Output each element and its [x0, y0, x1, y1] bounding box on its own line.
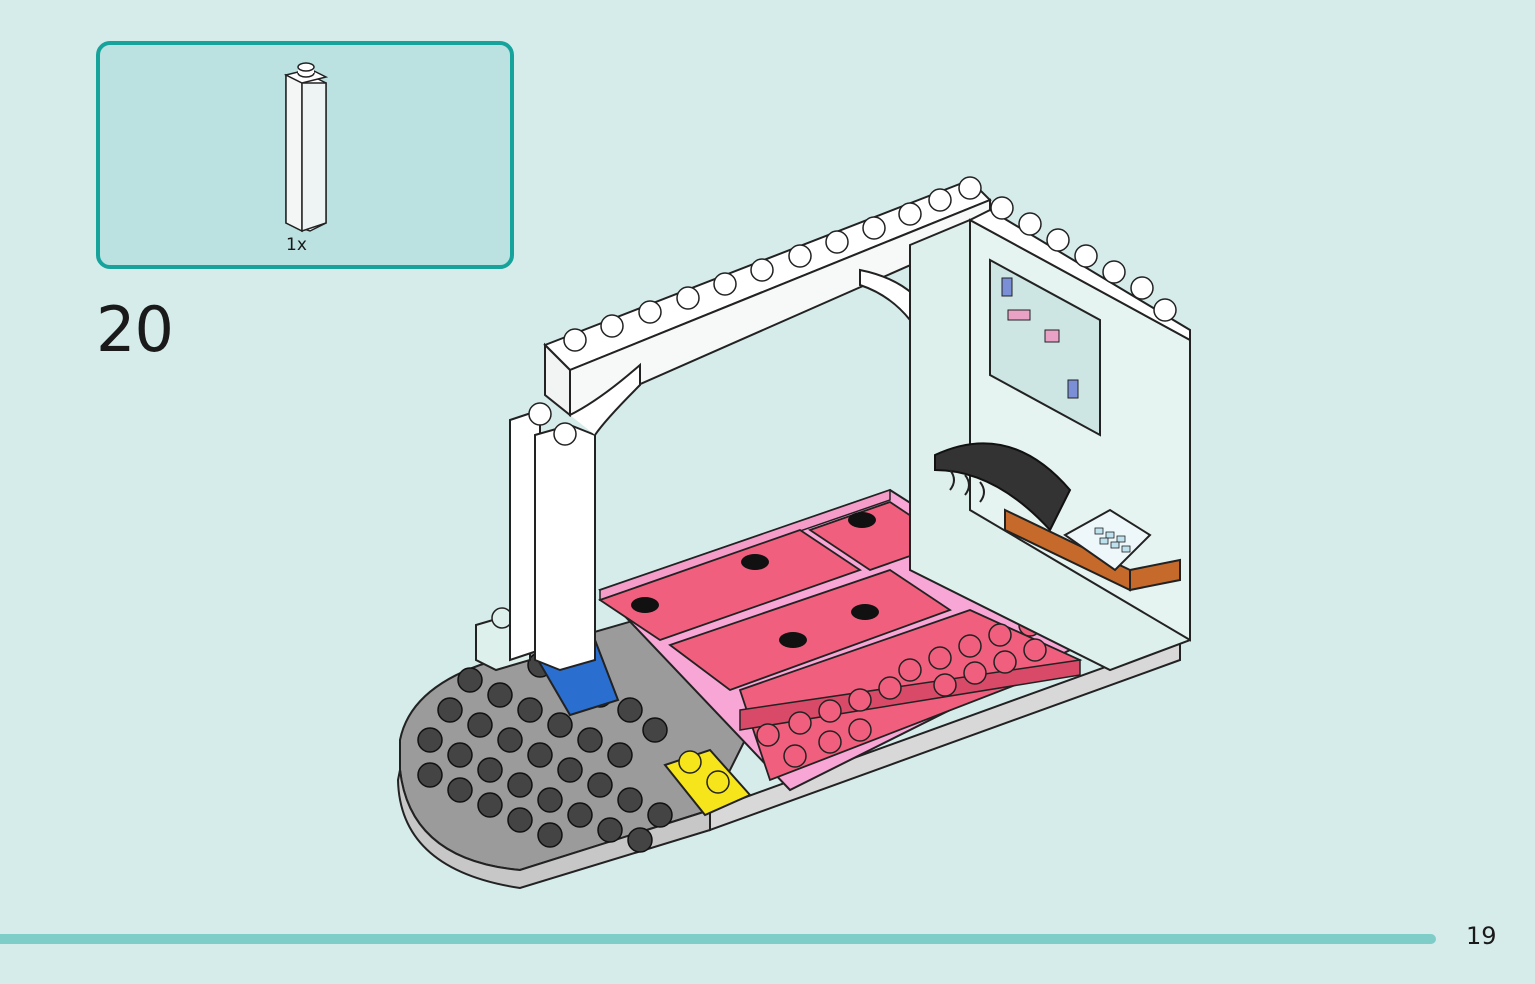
part-quantity: 1x	[286, 235, 307, 255]
white-pillar-brick-icon	[283, 62, 329, 233]
footer-progress-bar	[0, 934, 1436, 944]
build-illustration	[396, 176, 1191, 890]
step-number: 20	[96, 293, 174, 366]
parts-callout: 1x	[96, 41, 514, 269]
page-number: 19	[1466, 922, 1497, 950]
